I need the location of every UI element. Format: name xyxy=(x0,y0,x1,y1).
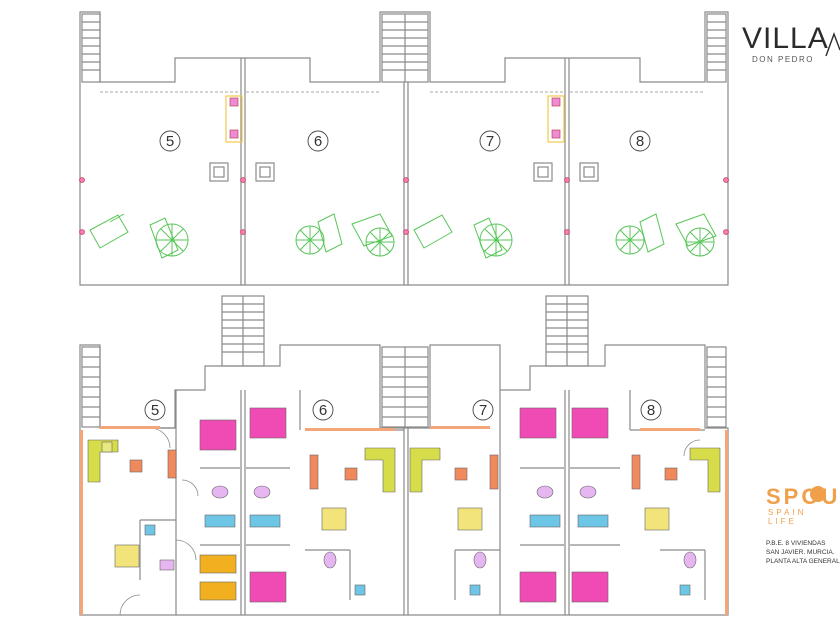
roof-plan xyxy=(79,11,729,286)
roof-equipment xyxy=(79,97,729,235)
spout-logo-text: SPOUT xyxy=(766,484,840,509)
roof-unit-label: 7 xyxy=(486,133,494,150)
terrace-furniture xyxy=(89,213,717,259)
floor-unit-labels: 5 6 7 8 xyxy=(144,399,662,421)
upper-floor-plan xyxy=(79,295,729,616)
roof-unit-labels: 5 6 7 8 xyxy=(159,130,651,152)
windows xyxy=(80,426,728,615)
floor-unit-label: 7 xyxy=(479,402,487,419)
roof-unit-label: 5 xyxy=(166,133,174,150)
spout-logo-subtitle: SPAIN LIFE xyxy=(768,508,807,526)
floor-unit-label: 8 xyxy=(647,402,655,419)
villa-logo-subtitle: DON PEDRO xyxy=(752,55,814,64)
furniture xyxy=(87,407,721,603)
villa-logo-mark xyxy=(825,31,840,57)
floor-unit-label: 5 xyxy=(151,402,159,419)
project-info-line: SAN JAVIER. MURCIA. xyxy=(766,549,835,556)
project-info-line: P.B.E. 8 VIVIENDAS xyxy=(766,540,826,547)
spout-logo-mark xyxy=(810,486,826,502)
floor-unit-label: 6 xyxy=(319,402,327,419)
villa-logo-text: VILLA xyxy=(742,22,829,55)
roof-unit-label: 8 xyxy=(636,133,644,150)
roof-unit-label: 6 xyxy=(314,133,322,150)
project-info-line: PLANTA ALTA GENERAL xyxy=(766,558,840,565)
